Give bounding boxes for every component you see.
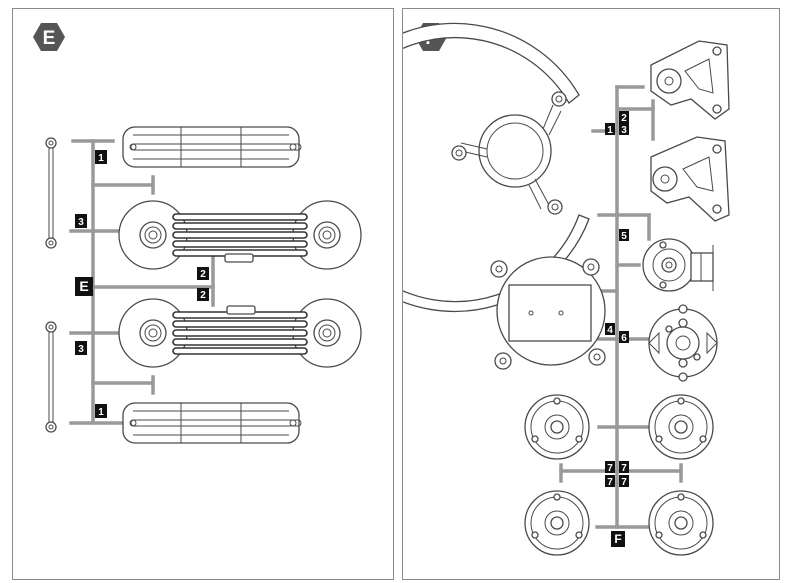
svg-text:2: 2 bbox=[200, 269, 206, 280]
small-wheel-5 bbox=[642, 238, 714, 292]
svg-text:F: F bbox=[614, 532, 621, 546]
svg-text:7: 7 bbox=[621, 477, 627, 488]
svg-text:4: 4 bbox=[607, 325, 613, 336]
tag-f-7d: 7 bbox=[619, 475, 629, 488]
panel-e-badge: E bbox=[33, 23, 65, 51]
panel-f: F bbox=[402, 8, 780, 580]
tag-f-6: 6 bbox=[619, 331, 629, 344]
tag-1-bottom: 1 bbox=[95, 404, 107, 418]
wheel-assembly-bottom bbox=[118, 298, 362, 368]
disc-bottom-right bbox=[648, 490, 714, 556]
svg-text:5: 5 bbox=[621, 231, 627, 242]
tag-f-2: 2 bbox=[619, 111, 629, 124]
tag-f-4: 4 bbox=[605, 323, 615, 336]
gear-part-6 bbox=[648, 304, 718, 382]
tag-3-bottom: 3 bbox=[75, 341, 87, 355]
wheel-assembly-top bbox=[118, 200, 362, 270]
tag-f-7a: 7 bbox=[605, 461, 615, 474]
panel-f-diagram: F bbox=[403, 22, 730, 556]
svg-text:E: E bbox=[79, 278, 88, 294]
svg-text:3: 3 bbox=[621, 125, 627, 136]
svg-text:E: E bbox=[43, 28, 56, 49]
svg-text:1: 1 bbox=[607, 125, 613, 136]
slotted-bar-bottom bbox=[122, 402, 302, 444]
tag-f-bottom: F bbox=[611, 531, 625, 547]
svg-text:3: 3 bbox=[78, 217, 84, 228]
tag-3-top: 3 bbox=[75, 214, 87, 228]
large-fan-disc bbox=[403, 22, 590, 313]
svg-text:2: 2 bbox=[200, 290, 206, 301]
tag-2-b: 2 bbox=[197, 288, 209, 301]
tag-2-a: 2 bbox=[197, 267, 209, 280]
svg-text:2: 2 bbox=[621, 113, 627, 124]
svg-text:6: 6 bbox=[621, 333, 627, 344]
bracket-upper bbox=[650, 40, 730, 120]
svg-text:1: 1 bbox=[98, 407, 104, 418]
svg-text:1: 1 bbox=[98, 153, 104, 164]
tag-f-5: 5 bbox=[619, 229, 629, 242]
disc-top-left bbox=[524, 394, 590, 460]
rod-bottom bbox=[45, 321, 57, 433]
tag-e-center: E bbox=[75, 277, 93, 296]
tag-f-7b: 7 bbox=[619, 461, 629, 474]
svg-text:7: 7 bbox=[607, 477, 613, 488]
panel-e-diagram: E bbox=[33, 23, 362, 444]
svg-text:7: 7 bbox=[607, 463, 613, 474]
bracket-lower bbox=[650, 136, 730, 222]
tag-f-1: 1 bbox=[605, 123, 615, 136]
fan-housing bbox=[490, 256, 606, 370]
svg-text:7: 7 bbox=[621, 463, 627, 474]
tag-f-7c: 7 bbox=[605, 475, 615, 488]
disc-bottom-left bbox=[524, 490, 590, 556]
slotted-bar-top bbox=[122, 126, 302, 168]
tag-1-top: 1 bbox=[95, 150, 107, 164]
svg-text:3: 3 bbox=[78, 344, 84, 355]
disc-top-right bbox=[648, 394, 714, 460]
panel-e: E bbox=[12, 8, 394, 580]
tag-f-3: 3 bbox=[619, 123, 629, 136]
rod-top bbox=[45, 137, 57, 249]
